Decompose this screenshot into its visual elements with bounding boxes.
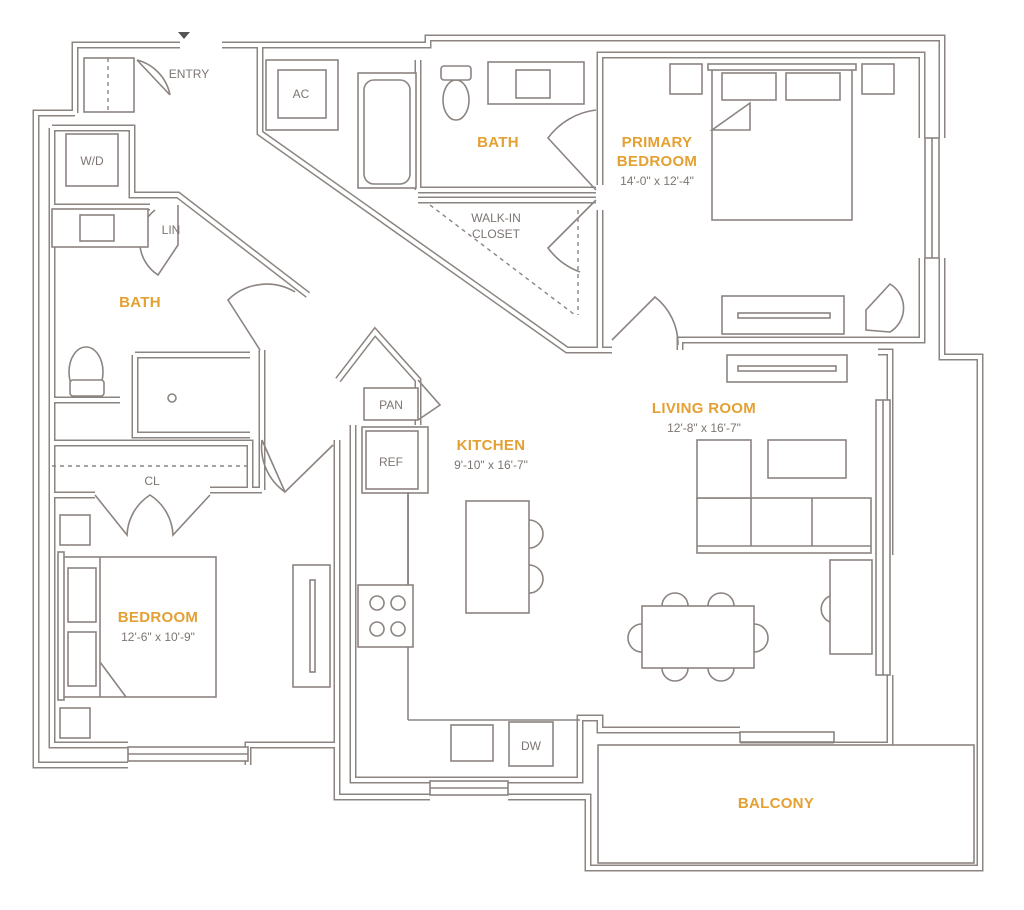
ref-label: REF <box>379 455 403 469</box>
closet-label: CL <box>144 474 160 488</box>
living-room-dims: 12'-8" x 16'-7" <box>667 421 741 435</box>
stove <box>357 584 414 648</box>
walkin-closet-label: WALK-IN <box>471 211 521 225</box>
sofa <box>696 497 872 554</box>
chair <box>865 282 905 333</box>
dining-table <box>641 605 755 669</box>
ac-label: AC <box>293 87 310 101</box>
dishwasher <box>508 721 554 767</box>
windows <box>127 137 940 796</box>
second-bath-label: BATH <box>119 294 161 311</box>
wd-label: W/D <box>80 154 104 168</box>
kitchen-sink <box>450 724 494 762</box>
pantry <box>363 387 419 421</box>
primary-bedroom-label-2: BEDROOM <box>617 153 697 170</box>
entry-label: ENTRY <box>169 67 209 81</box>
primary-bedroom-dims: 14'-0" x 12'-4" <box>620 174 694 188</box>
pantry-label: PAN <box>379 398 403 412</box>
primary-bath-label: BATH <box>477 134 519 151</box>
toilet-primary <box>442 79 470 121</box>
desk <box>829 559 873 655</box>
kitchen-dims: 9'-10" x 16'-7" <box>454 458 528 472</box>
dishwasher-label: DW <box>521 739 542 753</box>
primary-bedroom-label: PRIMARY <box>622 134 693 151</box>
kitchen-island <box>465 500 530 614</box>
walkin-closet-label-2: CLOSET <box>472 227 521 241</box>
living-room-label: LIVING ROOM <box>652 400 756 417</box>
kitchen-label: KITCHEN <box>457 437 526 454</box>
entry-closet <box>83 57 135 113</box>
bedroom-label: BEDROOM <box>118 609 198 626</box>
linen-label: LIN <box>162 223 181 237</box>
bedroom-dims: 12'-6" x 10'-9" <box>121 630 195 644</box>
doors <box>94 59 679 538</box>
balcony-label: BALCONY <box>738 795 814 812</box>
entry-arrow-icon <box>178 32 190 39</box>
fixtures <box>51 57 975 864</box>
washer-dryer <box>65 133 119 187</box>
